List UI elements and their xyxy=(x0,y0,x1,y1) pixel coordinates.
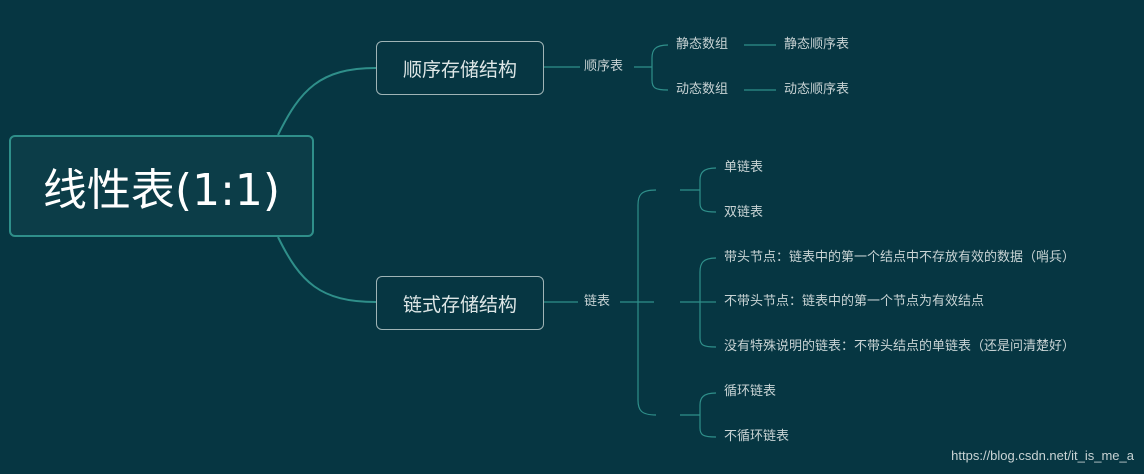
node-without-head[interactable]: 不带头节点：链表中的第一个节点为有效结点 xyxy=(724,294,985,309)
bracket-link-main xyxy=(637,189,657,416)
node-dynamic-array[interactable]: 动态数组 xyxy=(676,82,729,97)
bracket-group-1 xyxy=(699,167,717,213)
node-static-seq-list[interactable]: 静态顺序表 xyxy=(784,37,850,52)
node-non-circular-linked[interactable]: 不循环链表 xyxy=(724,429,790,444)
connector-root-link xyxy=(277,236,377,303)
node-sequential-list[interactable]: 顺序表 xyxy=(584,59,624,74)
bracket-seq xyxy=(651,44,669,91)
node-circular-linked[interactable]: 循环链表 xyxy=(724,384,777,399)
node-default-linked[interactable]: 没有特殊说明的链表：不带头结点的单链表（还是问清楚好） xyxy=(724,339,1076,354)
watermark: https://blog.csdn.net/it_is_me_a xyxy=(951,448,1134,463)
bracket-group-2 xyxy=(699,257,717,348)
node-doubly-linked[interactable]: 双链表 xyxy=(724,205,764,220)
node-dynamic-seq-list[interactable]: 动态顺序表 xyxy=(784,82,850,97)
node-singly-linked[interactable]: 单链表 xyxy=(724,160,764,175)
node-with-head[interactable]: 带头节点：链表中的第一个结点中不存放有效的数据（哨兵） xyxy=(724,250,1076,265)
node-static-array[interactable]: 静态数组 xyxy=(676,37,729,52)
node-linked-list[interactable]: 链表 xyxy=(584,294,611,309)
root-node[interactable]: 线性表(1:1) xyxy=(9,135,314,237)
connector-root-seq xyxy=(277,67,377,136)
node-sequential-storage[interactable]: 顺序存储结构 xyxy=(376,41,544,95)
bracket-group-3 xyxy=(699,392,717,438)
node-linked-storage[interactable]: 链式存储结构 xyxy=(376,276,544,330)
